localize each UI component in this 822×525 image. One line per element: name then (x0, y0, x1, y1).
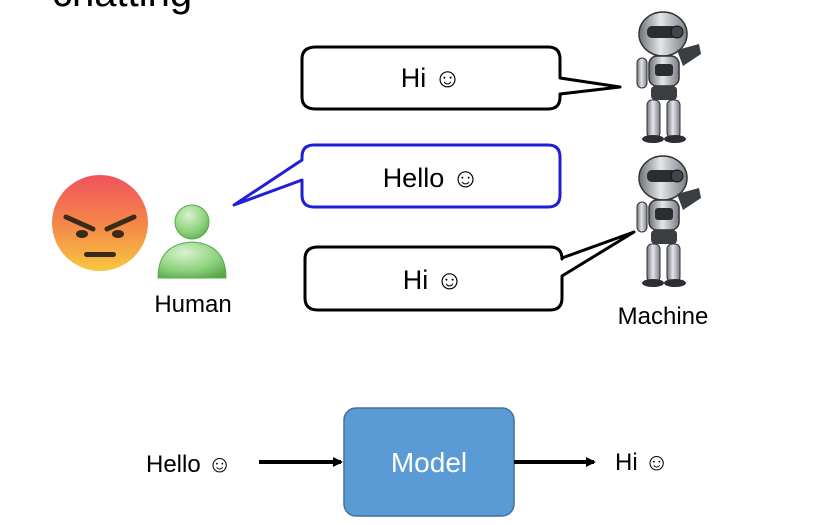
robot-icon (636, 155, 701, 287)
slide-title: chatting (52, 0, 192, 15)
robot-icon (636, 11, 701, 143)
model-label: Model (391, 447, 467, 478)
user-icon (157, 204, 227, 279)
human-label: Human (154, 291, 231, 318)
bubble-1-text: Hi ☺ (401, 63, 462, 93)
bubble-3-text: Hi ☺ (403, 265, 464, 295)
speech-bubble-machine-2: Hi ☺ (303, 230, 636, 312)
bubble-2-text: Hello ☺ (383, 163, 480, 193)
pipeline-output: Hi ☺ (615, 449, 669, 476)
model-box: Model (343, 407, 515, 517)
speech-bubble-machine-1: Hi ☺ (300, 45, 622, 111)
machine-label: Machine (618, 303, 709, 330)
angry-face-icon (52, 175, 148, 271)
speech-bubble-human: Hello ☺ (232, 143, 562, 209)
pipeline-input: Hello ☺ (146, 451, 232, 478)
